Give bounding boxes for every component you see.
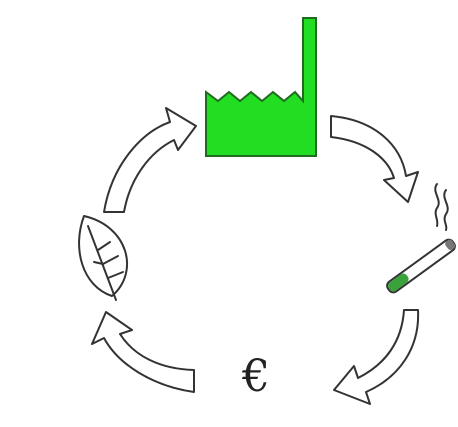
euro-icon: € [242,351,270,402]
factory-icon [205,17,317,157]
leaf-icon [78,215,128,301]
arrow-leaf-to-factory [103,107,197,213]
arrow-factory-to-cigarette [330,115,419,203]
smoke-icon [434,183,449,231]
arrow-cigarette-to-money [333,309,420,405]
arrow-money-to-leaf [91,311,195,393]
cigarette-icon [386,238,456,294]
